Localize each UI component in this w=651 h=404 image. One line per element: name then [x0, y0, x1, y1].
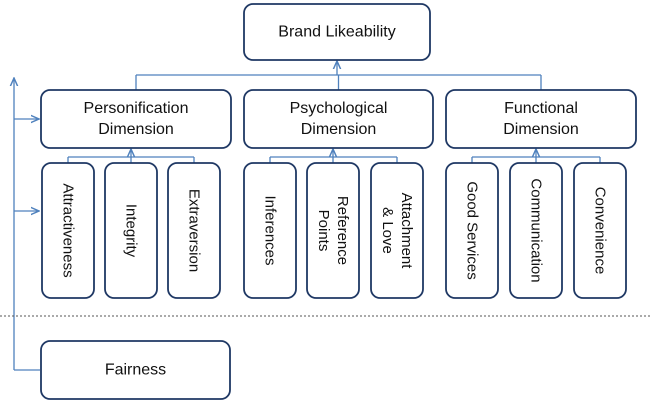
factor-box-2-2: Convenience: [573, 162, 627, 299]
factor-label: Reference: [334, 196, 351, 265]
factor-box-2-1: Communication: [509, 162, 563, 299]
factor-label-group: Attractiveness: [60, 183, 77, 277]
factor-box-1-2: Attachment& Love: [370, 162, 424, 299]
factor-label: Points: [315, 210, 332, 252]
factor-label: Inferences: [262, 195, 279, 265]
root-box: Brand Likeability: [243, 3, 431, 61]
factor-label: Attractiveness: [60, 183, 77, 277]
dimension-title: Dimension: [98, 121, 174, 138]
factor-box-2-1-frame: [509, 162, 563, 299]
factor-label-group: Integrity: [123, 204, 140, 258]
factor-box-0-0: Attractiveness: [41, 162, 95, 299]
factor-box-1-2-frame: [370, 162, 424, 299]
dimension-box-2-frame: [445, 89, 637, 149]
factor-label-group: Extraversion: [186, 189, 203, 272]
factor-label: Good Services: [464, 181, 481, 279]
factor-label: Extraversion: [186, 189, 203, 272]
root-box-frame: [243, 3, 431, 61]
factor-box-2-0-frame: [445, 162, 499, 299]
dimension-title: Dimension: [301, 121, 377, 138]
factor-box-0-1: Integrity: [104, 162, 158, 299]
dimension-title: Personification: [84, 100, 189, 117]
factor-label: Communication: [528, 178, 545, 282]
root-label: Brand Likeability: [278, 24, 395, 41]
factor-label: Convenience: [592, 187, 609, 275]
fairness-box-frame: [40, 340, 231, 400]
factor-label-group: Attachment& Love: [379, 193, 415, 270]
factor-label: Integrity: [123, 204, 140, 258]
dimension-box-0-frame: [40, 89, 232, 149]
dimension-title: Psychological: [290, 100, 388, 117]
factor-box-0-2-frame: [167, 162, 221, 299]
dimension-title: Dimension: [503, 121, 579, 138]
dimension-title: Functional: [504, 100, 578, 117]
factor-label-group: Convenience: [592, 187, 609, 275]
factor-label-group: Communication: [528, 178, 545, 282]
factor-box-1-1-frame: [306, 162, 360, 299]
fairness-box: Fairness: [40, 340, 231, 400]
factor-box-2-2-frame: [573, 162, 627, 299]
factor-box-0-0-frame: [41, 162, 95, 299]
factor-box-1-0: Inferences: [243, 162, 297, 299]
dimension-box-1-frame: [243, 89, 434, 149]
factor-label-group: Inferences: [262, 195, 279, 265]
factor-label-group: Good Services: [464, 181, 481, 279]
factor-label: & Love: [379, 207, 396, 254]
factor-box-0-1-frame: [104, 162, 158, 299]
factor-label: Attachment: [398, 193, 415, 270]
factor-box-0-2: Extraversion: [167, 162, 221, 299]
fairness-label: Fairness: [105, 362, 166, 379]
factor-box-2-0: Good Services: [445, 162, 499, 299]
factor-box-1-0-frame: [243, 162, 297, 299]
